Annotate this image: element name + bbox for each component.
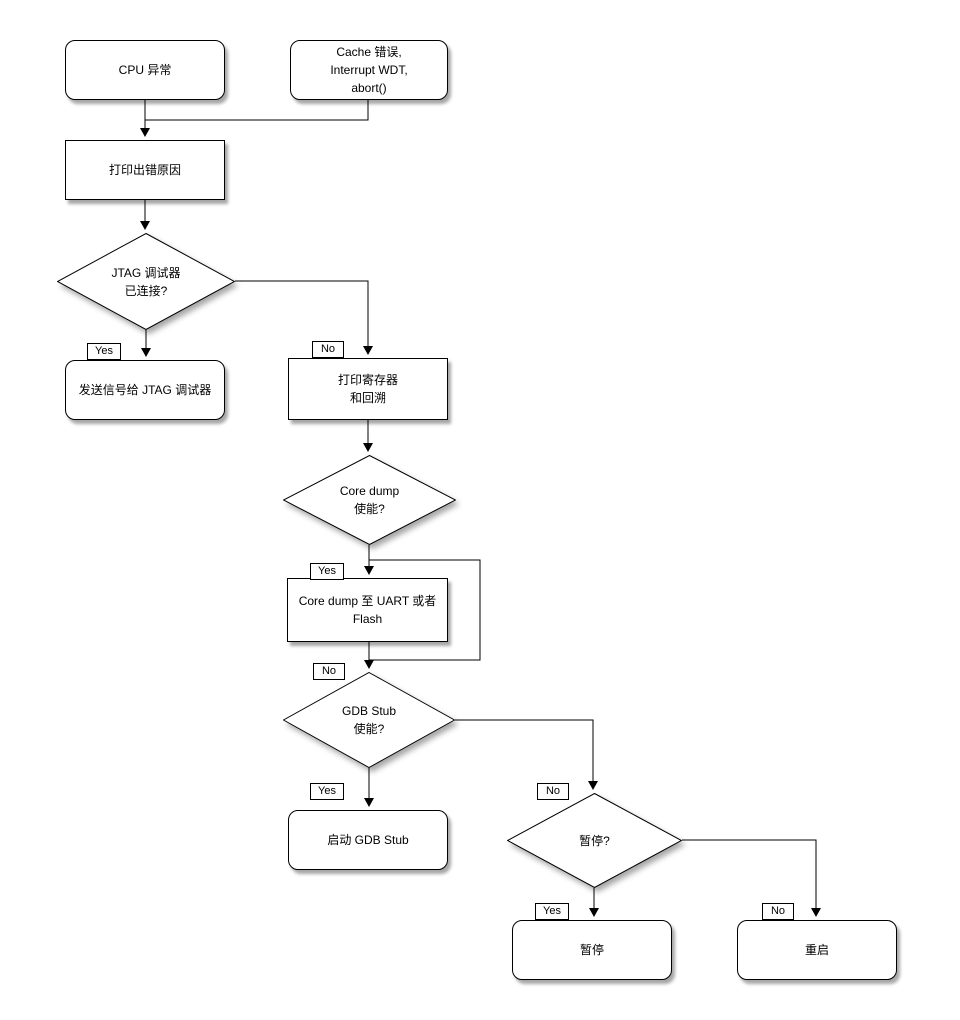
node-label: 暂停 bbox=[579, 943, 604, 957]
node-jtag-connected: JTAG 调试器 已连接? bbox=[57, 233, 235, 330]
node-label: 打印出错原因 bbox=[108, 163, 181, 177]
node-start-gdb-stub: 启动 GDB Stub bbox=[288, 810, 448, 870]
node-label: 打印寄存器 和回溯 bbox=[337, 373, 398, 405]
diamond-shape bbox=[507, 793, 682, 888]
node-reboot: 重启 bbox=[737, 920, 897, 980]
label-coredump-yes: Yes bbox=[310, 563, 344, 580]
node-label: 启动 GDB Stub bbox=[327, 833, 409, 847]
label-gdb-yes: Yes bbox=[310, 783, 344, 800]
node-label: GDB Stub 使能? bbox=[341, 704, 397, 736]
node-cpu-exception: CPU 异常 bbox=[65, 40, 225, 100]
node-gdb-stub-enabled: GDB Stub 使能? bbox=[283, 672, 455, 768]
diamond-shape bbox=[57, 233, 235, 330]
diamond-shape bbox=[283, 455, 456, 545]
node-print-error-reason: 打印出错原因 bbox=[65, 140, 225, 200]
label-halt-yes: Yes bbox=[535, 903, 569, 920]
node-cache-error: Cache 错误, Interrupt WDT, abort() bbox=[290, 40, 448, 100]
node-label: Cache 错误, Interrupt WDT, abort() bbox=[330, 45, 408, 95]
node-label: 发送信号给 JTAG 调试器 bbox=[78, 383, 212, 397]
diamond-shape bbox=[283, 672, 455, 768]
label-halt-no: No bbox=[762, 903, 794, 920]
label-gdb-no: No bbox=[537, 783, 569, 800]
label-coredump-no: No bbox=[313, 663, 345, 680]
node-label: JTAG 调试器 已连接? bbox=[111, 265, 181, 298]
node-halt: 暂停 bbox=[512, 920, 672, 980]
node-signal-jtag: 发送信号给 JTAG 调试器 bbox=[65, 360, 225, 420]
edge-cache-to-join bbox=[145, 100, 369, 121]
node-print-registers: 打印寄存器 和回溯 bbox=[288, 358, 448, 420]
node-label: Core dump 至 UART 或者 Flash bbox=[298, 594, 437, 626]
node-halt-question: 暂停? bbox=[507, 793, 682, 888]
edge-gdb-no-to-halt-q bbox=[455, 719, 598, 790]
node-core-dump-enabled: Core dump 使能? bbox=[283, 455, 456, 545]
edge-jtag-no-to-registers bbox=[235, 280, 373, 355]
label-jtag-no: No bbox=[312, 341, 344, 358]
node-core-dump-target: Core dump 至 UART 或者 Flash bbox=[287, 578, 448, 642]
node-label: Core dump 使能? bbox=[339, 484, 400, 516]
edge-halt-no-to-reboot bbox=[682, 839, 821, 917]
node-label: 重启 bbox=[804, 943, 829, 957]
node-label: CPU 异常 bbox=[118, 63, 172, 77]
node-label: 暂停? bbox=[579, 833, 610, 848]
label-jtag-yes: Yes bbox=[87, 343, 121, 360]
